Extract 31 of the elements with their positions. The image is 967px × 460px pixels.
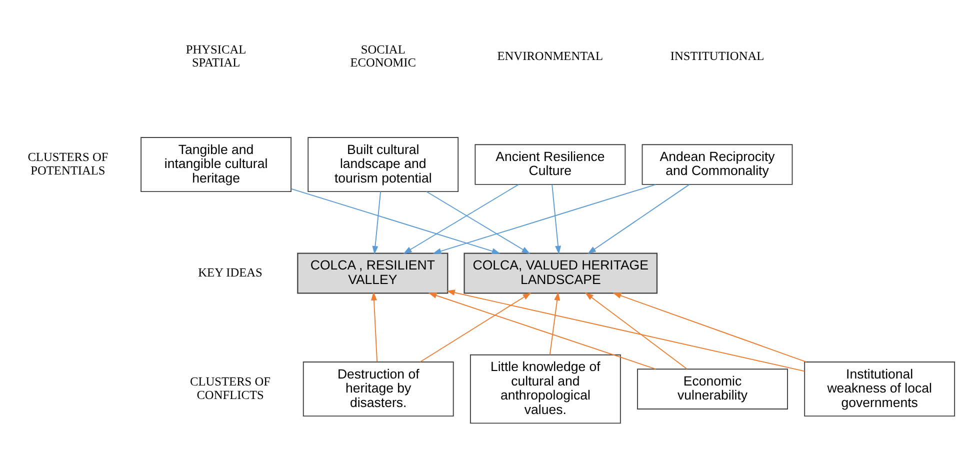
node-box: Destruction of heritage by disasters. [302,361,454,416]
arrow [584,292,688,369]
arrow [426,190,530,254]
arrow [403,184,519,254]
node-box: Little knowledge of cultural and anthropological values. [470,354,621,424]
arrow [372,190,382,254]
node-box: Ancient Resilience Culture [474,144,626,184]
node-box: Built cultural landscape and tourism potential [308,136,459,192]
arrow [587,184,690,254]
label: PHYSICAL SPATIAL [186,42,246,70]
arrow [446,289,806,372]
arrow [420,292,532,362]
arrow [290,188,500,254]
label: CLUSTERS OF CONFLICTS [190,374,271,402]
arrow [612,292,807,362]
node-box: Economic vulnerability [637,368,788,409]
label: ENVIRONMENTAL [497,48,604,63]
node-box: COLCA , RESILIENT VALLEY [297,252,448,294]
arrow [371,291,378,362]
label: INSTITUTIONAL [670,48,764,63]
label: KEY IDEAS [198,264,262,279]
node-box: COLCA, VALUED HERITAGE LANDSCAPE [464,252,658,294]
label: SOCIAL ECONOMIC [350,42,416,70]
node-box: Tangible and intangible cultural heritage [140,136,292,192]
arrow [432,184,656,254]
arrow [552,184,562,254]
node-box: Institutional weakness of local governments [804,361,956,416]
arrow [549,291,560,355]
node-box: Andean Reciprocity and Commonality [642,144,793,184]
arrow [428,292,656,370]
label: CLUSTERS OF POTENTIALS [28,150,108,177]
